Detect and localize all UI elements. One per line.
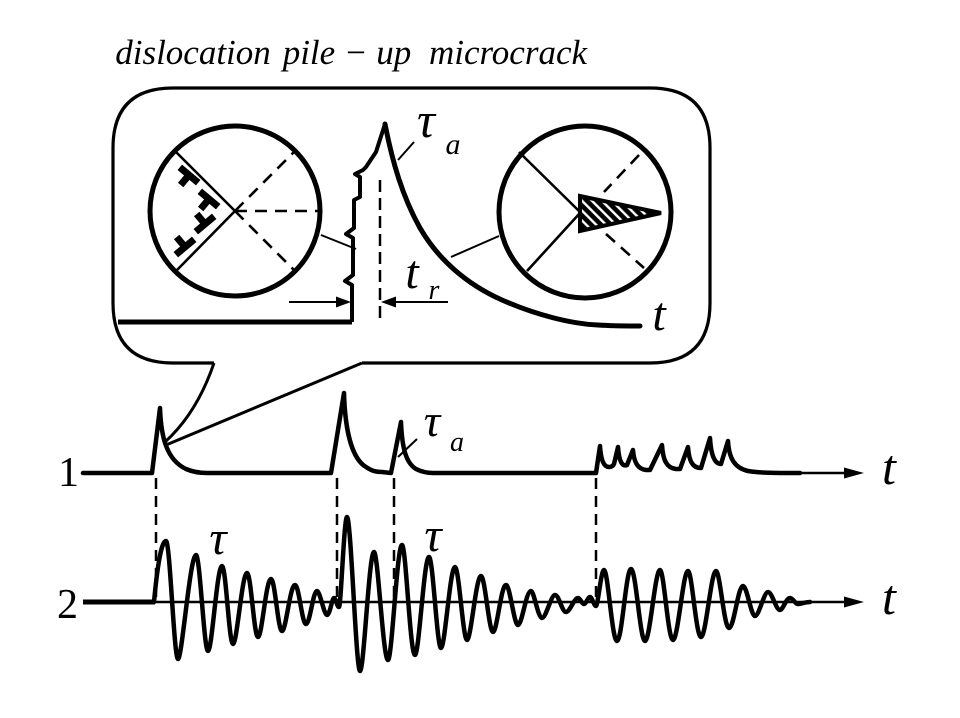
dislocation-symbol bbox=[177, 164, 201, 188]
bubble-tail-right-edge bbox=[165, 361, 363, 447]
trace1-index: 1 bbox=[58, 450, 79, 496]
callout-bubble bbox=[111, 86, 712, 447]
trace1: 1 τ a t bbox=[58, 390, 897, 496]
trace2-tau-label-1: τ bbox=[209, 512, 228, 565]
trace1-tau-a-label: τ bbox=[424, 395, 442, 446]
trace1-tau-a-leader bbox=[397, 438, 418, 458]
dislocation-symbol bbox=[193, 211, 217, 235]
rise-time-label: t bbox=[405, 246, 420, 299]
trace1-signal-path bbox=[80, 390, 803, 476]
leader-decay-to-microcrack bbox=[450, 235, 500, 258]
microcrack-triangle bbox=[578, 193, 662, 234]
trace1-time-axis-label: t bbox=[882, 439, 897, 495]
rise-time-arrow-left-head bbox=[336, 296, 351, 308]
dislocation-symbol bbox=[197, 188, 221, 212]
slip-plane-solid-lines bbox=[174, 150, 236, 271]
microcrack-circle bbox=[496, 123, 674, 301]
dislocation-circle bbox=[147, 123, 323, 299]
trace2-time-axis-label: t bbox=[882, 569, 897, 625]
trace1-axis-arrowhead bbox=[844, 467, 864, 479]
title-microcrack: microcrack bbox=[429, 33, 589, 72]
slip-plane-dashed-lines bbox=[234, 151, 320, 271]
crack-plane-dashed-lines bbox=[603, 154, 645, 269]
trace2-index: 2 bbox=[57, 582, 78, 628]
trace2-axis-arrowhead bbox=[844, 596, 864, 608]
leader-dislocation-to-staircase bbox=[320, 234, 357, 250]
rise-time-subscript: r bbox=[429, 275, 440, 306]
trace1-tau-a-subscript: a bbox=[450, 427, 464, 458]
bubble-tau-a-subscript: a bbox=[446, 128, 461, 161]
dislocation-symbol bbox=[173, 234, 197, 258]
bubble-tau-a-label: τ bbox=[417, 92, 437, 148]
stress-relaxation-plot: τ a t r t bbox=[118, 92, 667, 341]
stress-staircase bbox=[343, 123, 387, 322]
bubble-tail-left-edge bbox=[163, 362, 216, 444]
stress-decay-curve bbox=[382, 121, 643, 329]
trace2-signal-path bbox=[151, 514, 813, 674]
title-pile-up: pile − up bbox=[280, 33, 412, 72]
trace2-tau-label-2: τ bbox=[424, 509, 443, 562]
title-dislocation: dislocation bbox=[115, 33, 271, 72]
bubble-time-axis-label: t bbox=[652, 288, 667, 341]
microcrack-circle-outline bbox=[496, 123, 674, 301]
bubble-outline bbox=[111, 86, 712, 365]
crack-plane-solid-lines bbox=[518, 151, 581, 272]
rise-time-arrow-right-head bbox=[381, 296, 396, 308]
trace2: 2 τ τ t bbox=[57, 509, 897, 674]
leader-tau-a-label bbox=[397, 141, 415, 161]
